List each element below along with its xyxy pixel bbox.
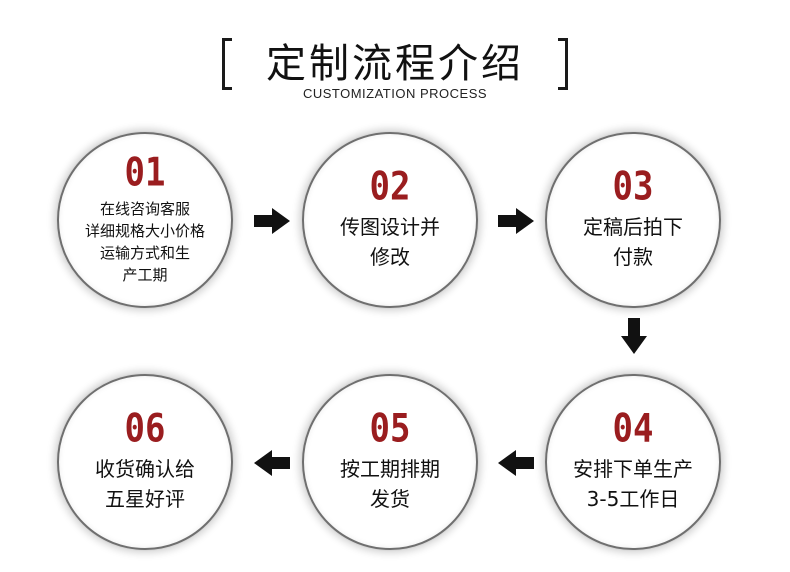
step-description-line: 付款 xyxy=(613,245,653,269)
step-number: 04 xyxy=(612,406,654,452)
step-description-line: 产工期 xyxy=(122,266,168,284)
step-description-line: 定稿后拍下 xyxy=(583,215,683,239)
step-description-line: 3-5工作日 xyxy=(586,487,680,511)
step-number: 06 xyxy=(124,406,166,452)
step-01-circle: 01 在线咨询客服 详细规格大小价格 运输方式和生 产工期 xyxy=(57,132,233,308)
step-description-line: 按工期排期 xyxy=(340,457,440,481)
step-description-line: 在线咨询客服 xyxy=(99,200,190,218)
step-number: 05 xyxy=(369,406,411,452)
step-06-circle: 06 收货确认给 五星好评 xyxy=(57,374,233,550)
step-description: 传图设计并 修改 xyxy=(340,212,440,272)
step-02-circle: 02 传图设计并 修改 xyxy=(302,132,478,308)
step-description: 按工期排期 发货 xyxy=(340,454,440,514)
left-bracket xyxy=(222,38,232,90)
step-04-circle: 04 安排下单生产 3-5工作日 xyxy=(545,374,721,550)
step-description-line: 详细规格大小价格 xyxy=(84,222,205,240)
step-description-line: 传图设计并 xyxy=(340,215,440,239)
step-05-circle: 05 按工期排期 发货 xyxy=(302,374,478,550)
header: 定制流程介绍 CUSTOMIZATION PROCESS xyxy=(0,0,790,120)
step-description-line: 修改 xyxy=(370,245,410,269)
step-description-line: 发货 xyxy=(370,487,410,511)
step-03-circle: 03 定稿后拍下 付款 xyxy=(545,132,721,308)
arrow-down-icon xyxy=(621,318,647,354)
step-description: 在线咨询客服 详细规格大小价格 运输方式和生 产工期 xyxy=(85,198,205,286)
step-description-line: 运输方式和生 xyxy=(99,244,190,262)
step-description-line: 五星好评 xyxy=(105,487,185,511)
step-description: 定稿后拍下 付款 xyxy=(583,212,683,272)
step-description: 收货确认给 五星好评 xyxy=(95,454,195,514)
arrow-right-icon xyxy=(498,208,534,234)
step-description-line: 收货确认给 xyxy=(95,457,195,481)
page-subtitle: CUSTOMIZATION PROCESS xyxy=(302,86,488,101)
step-number: 02 xyxy=(369,164,411,210)
arrow-left-icon xyxy=(254,450,290,476)
arrow-right-icon xyxy=(254,208,290,234)
page-title: 定制流程介绍 xyxy=(266,41,524,87)
step-description-line: 安排下单生产 xyxy=(573,457,693,481)
step-number: 01 xyxy=(124,150,166,196)
arrow-left-icon xyxy=(498,450,534,476)
right-bracket xyxy=(558,38,568,90)
step-number: 03 xyxy=(612,164,654,210)
step-description: 安排下单生产 3-5工作日 xyxy=(573,454,693,514)
